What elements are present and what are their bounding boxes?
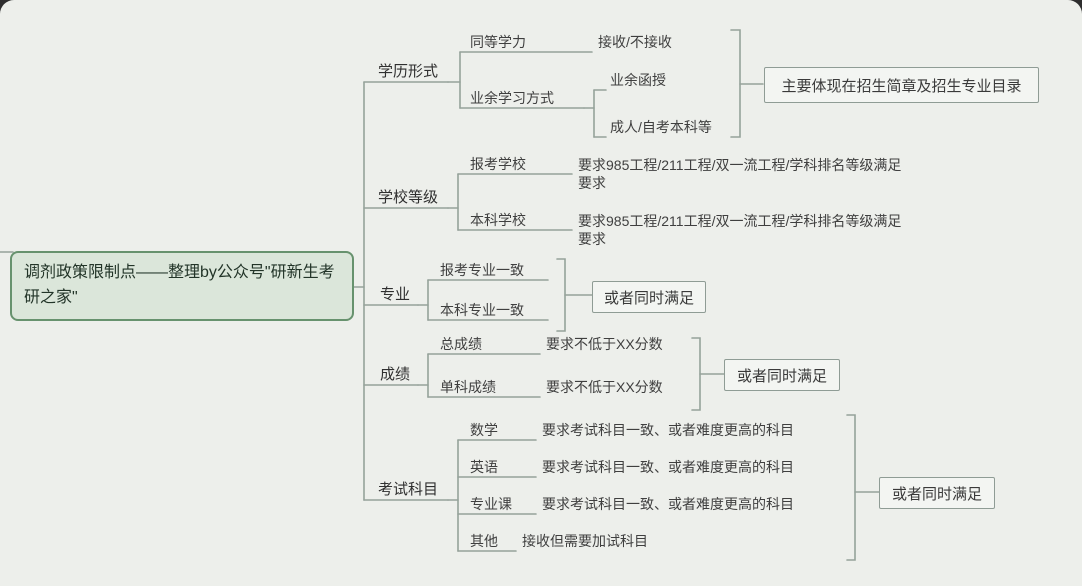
node-english: 英语 <box>470 459 498 475</box>
node-applied-major-match: 报考专业一致 <box>440 262 524 278</box>
node-subject-score-requirement: 要求不低于XX分数 <box>546 379 663 395</box>
node-equivalent-qualification: 同等学力 <box>470 34 526 50</box>
node-total-score: 总成绩 <box>440 336 482 352</box>
node-major-course-requirement: 要求考试科目一致、或者难度更高的科目 <box>542 496 794 512</box>
node-parttime-study-mode: 业余学习方式 <box>470 90 554 106</box>
branch-education-form: 学历形式 <box>378 63 439 80</box>
note-major-both-required: 或者同时满足 <box>592 281 706 313</box>
note-admission-brochure: 主要体现在招生简章及招生专业目录 <box>764 67 1039 103</box>
node-subject-score: 单科成绩 <box>440 379 496 395</box>
node-total-score-requirement: 要求不低于XX分数 <box>546 336 663 352</box>
root-node: 调剂政策限制点——整理by公众号"研新生考研之家" <box>10 251 354 321</box>
note-subjects-both-required: 或者同时满足 <box>879 477 995 509</box>
branch-score: 成绩 <box>380 366 411 383</box>
note-score-both-required: 或者同时满足 <box>724 359 840 391</box>
node-other-requirement: 接收但需要加试科目 <box>522 533 648 549</box>
node-accept-or-not: 接收/不接收 <box>598 34 672 50</box>
node-undergrad-school-requirement: 要求985工程/211工程/双一流工程/学科排名等级满足要求 <box>578 213 902 247</box>
node-other: 其他 <box>470 533 498 549</box>
node-applied-school-requirement: 要求985工程/211工程/双一流工程/学科排名等级满足要求 <box>578 157 902 191</box>
node-math: 数学 <box>470 422 498 438</box>
node-major-course: 专业课 <box>470 496 512 512</box>
branch-major: 专业 <box>380 286 411 303</box>
node-adult-selfstudy-bachelor: 成人/自考本科等 <box>610 119 712 135</box>
node-applied-school: 报考学校 <box>470 156 526 172</box>
branch-school-level: 学校等级 <box>378 189 439 206</box>
branch-exam-subjects: 考试科目 <box>378 481 439 498</box>
node-undergrad-major-match: 本科专业一致 <box>440 302 524 318</box>
node-english-requirement: 要求考试科目一致、或者难度更高的科目 <box>542 459 794 475</box>
node-math-requirement: 要求考试科目一致、或者难度更高的科目 <box>542 422 794 438</box>
node-correspondence-course: 业余函授 <box>610 72 666 88</box>
node-undergrad-school: 本科学校 <box>470 212 526 228</box>
